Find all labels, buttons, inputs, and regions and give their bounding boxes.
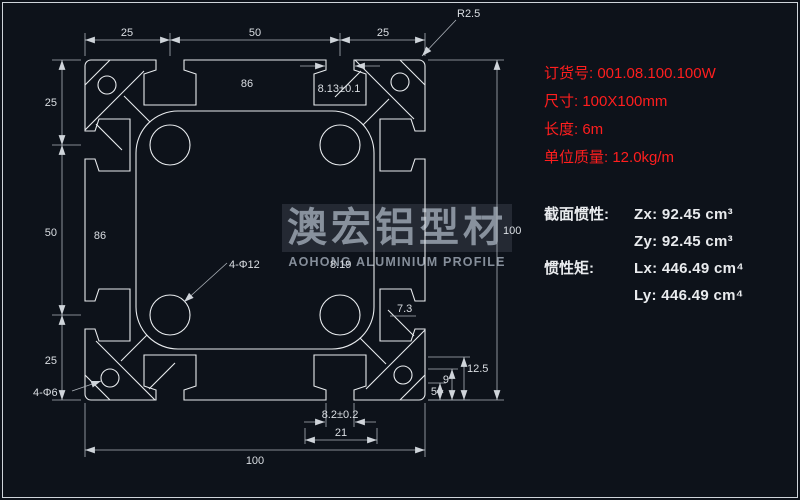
dim-right-height: 100 [503, 225, 521, 237]
bolt-hole [319, 294, 361, 336]
dim-top-mid: 50 [249, 27, 261, 39]
dim-step-b: 9 [443, 374, 449, 386]
dim-inner-span-top: 86 [241, 78, 253, 90]
length-label: 长度: [544, 121, 579, 138]
dim-holes-large: 4-Φ12 [229, 259, 260, 271]
corner-arc [84, 59, 92, 67]
bolt-hole [319, 124, 361, 166]
dim-holes-small: 4-Φ6 [33, 387, 58, 399]
section-inertia-zx-row: 截面惯性: Zx: 92.45 cm³ [544, 201, 744, 228]
watermark-cn-text: 澳宏铝型材 [282, 204, 512, 252]
dimension-right [428, 59, 504, 401]
dim-left-top: 25 [45, 97, 57, 109]
moment-label: 惯性矩: [544, 260, 594, 277]
spacer-label [544, 228, 634, 255]
leader-lines [71, 19, 457, 392]
dim-slot-inner-width: 21 [335, 427, 347, 439]
dim-inner-span-left: 86 [94, 230, 106, 242]
watermark: 澳宏铝型材 AOHONG ALUMINIUM PROFILE [268, 204, 526, 269]
dim-step-a: 12.5 [467, 363, 488, 375]
moment-lx: Lx: 446.49 cm⁴ [634, 260, 745, 277]
dim-bottom-slot: 8.2±0.2 [322, 409, 359, 421]
order-number-row: 订货号: 001.08.100.100W [544, 60, 716, 88]
length-value: 6m [582, 121, 604, 138]
dim-bottom-width: 100 [246, 455, 264, 467]
dim-corner-radius: R2.5 [457, 8, 480, 20]
section-inertia-zy: Zy: 92.45 cm³ [634, 233, 733, 250]
order-info: 订货号: 001.08.100.100W 尺寸: 100X100mm 长度: 6… [544, 60, 716, 172]
bolt-hole [149, 294, 191, 336]
profile-outline [84, 59, 426, 401]
corner-detail [84, 59, 151, 151]
watermark-en-text: AOHONG ALUMINIUM PROFILE [288, 255, 506, 269]
spacer-label [544, 282, 634, 309]
dimension-steps [428, 356, 470, 401]
dimensions [52, 19, 504, 457]
dim-center: 8.19 [330, 259, 351, 271]
dimension-left [52, 59, 81, 401]
moment-ly: Ly: 446.49 cm⁴ [634, 287, 744, 304]
dimension-bottom-slot [304, 403, 378, 444]
dimension-bottom [84, 403, 426, 457]
section-inertia-zx: Zx: 92.45 cm³ [634, 206, 733, 223]
center-cavity [135, 110, 375, 350]
dim-top-slot: 8.13±0.1 [318, 83, 361, 95]
dim-step-c: 5 [431, 386, 437, 398]
moment-lx-row: 惯性矩: Lx: 446.49 cm⁴ [544, 255, 744, 282]
dim-left-mid: 50 [45, 227, 57, 239]
length-row: 长度: 6m [544, 116, 716, 144]
size-value: 100X100mm [582, 93, 668, 110]
size-label: 尺寸: [544, 93, 579, 110]
dim-left-bottom: 25 [45, 355, 57, 367]
size-row: 尺寸: 100X100mm [544, 88, 716, 116]
section-inertia-zy-row: Zy: 92.45 cm³ [544, 228, 744, 255]
t-slot-side [91, 59, 419, 106]
moment-ly-row: Ly: 446.49 cm⁴ [544, 282, 744, 309]
dimension-labels: 25 50 25 25 50 25 100 100 R2.5 8.13±0.1 … [33, 8, 521, 467]
order-number-label: 订货号: [544, 65, 594, 82]
bolt-hole [149, 124, 191, 166]
order-number-value: 001.08.100.100W [597, 65, 716, 82]
dim-web: 7.3 [397, 303, 412, 315]
dim-top-left: 25 [121, 27, 133, 39]
unit-weight-value: 12.0kg/m [612, 149, 675, 166]
corner-hole [97, 75, 117, 95]
unit-weight-row: 单位质量: 12.0kg/m [544, 144, 716, 172]
section-inertia-label: 截面惯性: [544, 206, 609, 223]
unit-weight-label: 单位质量: [544, 149, 609, 166]
section-properties: 截面惯性: Zx: 92.45 cm³ Zy: 92.45 cm³ 惯性矩: L… [544, 201, 744, 309]
dim-top-right: 25 [377, 27, 389, 39]
